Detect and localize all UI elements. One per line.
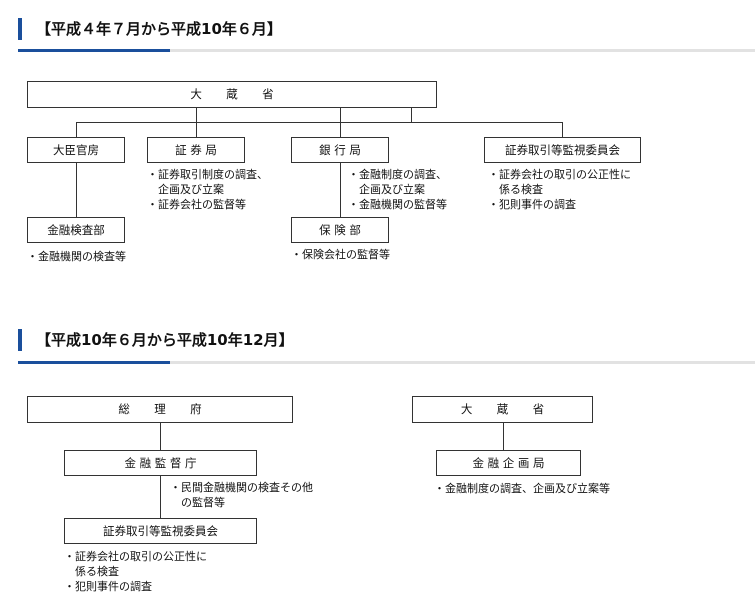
note-securities-bureau: ・証券取引制度の調査、 企画及び立案 ・証券会社の監督等 (147, 167, 268, 212)
note-line: ・金融制度の調査、 (348, 168, 447, 181)
note-insurance-dept: ・保険会社の監督等 (291, 247, 390, 262)
note-line: 企画及び立案 (348, 183, 425, 196)
connector (76, 122, 414, 123)
connector (503, 423, 504, 450)
connector (562, 122, 563, 137)
connector (160, 423, 161, 450)
note-sesc: ・証券会社の取引の公正性に 係る検査 ・犯則事件の調査 (488, 167, 631, 212)
note-planning-bureau: ・金融制度の調査、企画及び立案等 (434, 481, 610, 496)
note-inspection-dept: ・金融機関の検査等 (27, 249, 126, 264)
org-box-planning-bureau: 金 融 企 画 局 (436, 450, 581, 476)
note-line: ・証券会社の取引の公正性に (488, 168, 631, 181)
note-line: ・金融機関の検査等 (27, 250, 126, 263)
org-box-mof: 大 蔵 省 (27, 81, 437, 108)
section-title-1: 【平成４年７月から平成10年６月】 (18, 18, 282, 40)
note-line: ・金融制度の調査、企画及び立案等 (434, 482, 610, 495)
org-box-banking-bureau: 銀 行 局 (291, 137, 389, 163)
org-box-securities-bureau: 証 券 局 (147, 137, 245, 163)
connector (76, 122, 77, 137)
org-box-inspection-dept: 金融検査部 (27, 217, 125, 243)
connector (76, 163, 77, 217)
org-box-sesc: 証券取引等監視委員会 (484, 137, 641, 163)
org-box-mof-2: 大 蔵 省 (412, 396, 593, 423)
org-box-prime-minister-office: 総 理 府 (27, 396, 293, 423)
note-sesc-2: ・証券会社の取引の公正性に 係る検査 ・犯則事件の調査 (64, 549, 207, 594)
note-line: ・証券取引制度の調査、 (147, 168, 268, 181)
note-line: ・犯則事件の調査 (64, 580, 152, 593)
note-line: ・金融機関の監督等 (348, 198, 447, 211)
note-line: 係る検査 (64, 565, 119, 578)
org-box-insurance-dept: 保 険 部 (291, 217, 389, 243)
note-banking-bureau: ・金融制度の調査、 企画及び立案 ・金融機関の監督等 (348, 167, 447, 212)
connector (340, 108, 341, 137)
connector (160, 476, 161, 518)
note-line: ・保険会社の監督等 (291, 248, 390, 261)
section-divider-accent (18, 361, 170, 364)
note-line: ・民間金融機関の検査その他 (170, 481, 313, 494)
connector (340, 163, 341, 217)
connector (411, 122, 562, 123)
org-box-sesc-2: 証券取引等監視委員会 (64, 518, 257, 544)
note-fsa: ・民間金融機関の検査その他 の監督等 (170, 480, 313, 510)
note-line: ・証券会社の取引の公正性に (64, 550, 207, 563)
connector (196, 108, 197, 137)
connector (411, 108, 412, 122)
section-title-2: 【平成10年６月から平成10年12月】 (18, 329, 294, 351)
org-box-fsa: 金 融 監 督 庁 (64, 450, 257, 476)
org-box-minister-secretariat: 大臣官房 (27, 137, 125, 163)
section-divider-1 (18, 49, 755, 52)
note-line: ・犯則事件の調査 (488, 198, 576, 211)
section-divider-accent (18, 49, 170, 52)
note-line: ・証券会社の監督等 (147, 198, 246, 211)
section-divider-2 (18, 361, 755, 364)
note-line: 企画及び立案 (147, 183, 224, 196)
note-line: 係る検査 (488, 183, 543, 196)
note-line: の監督等 (170, 496, 225, 509)
